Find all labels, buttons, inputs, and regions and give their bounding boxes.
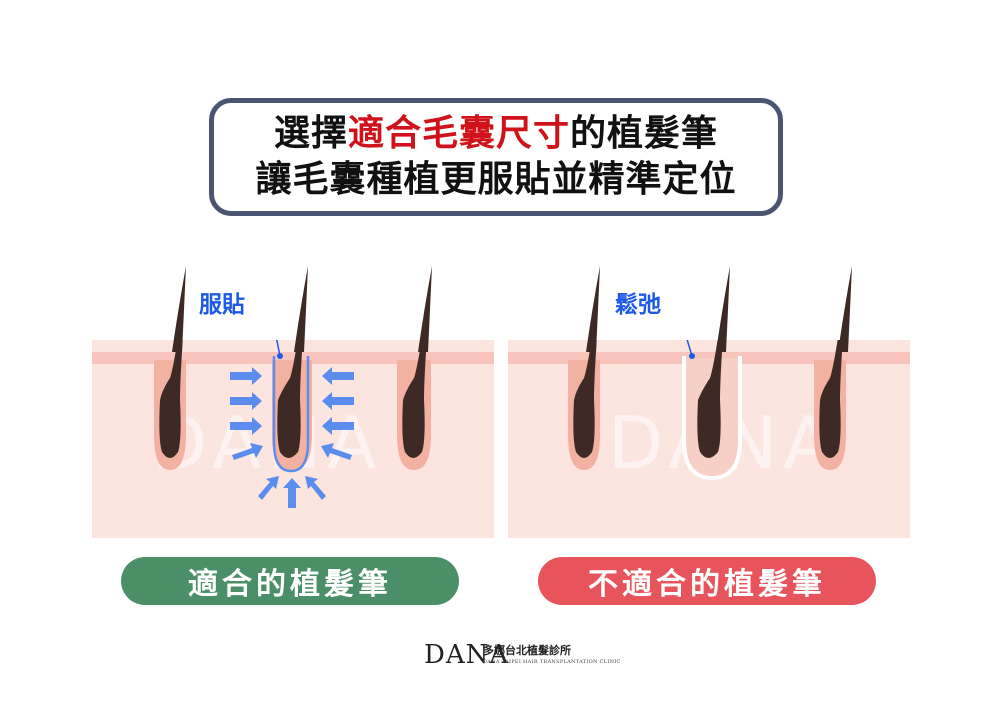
hair-strand [819, 340, 843, 458]
hair-shaft [586, 266, 600, 352]
hair-strand [573, 340, 597, 458]
skin-surface-band [92, 352, 494, 364]
title-highlight: 適合毛囊尺寸 [347, 113, 570, 154]
title-box: 選擇適合毛囊尺寸的植髮筆 讓毛囊種植更服貼並精準定位 [209, 98, 783, 216]
title-line-2: 讓毛囊種植更服貼並精準定位 [255, 159, 737, 200]
suitable-label: 適合的植髮筆 [121, 557, 459, 605]
unsuitable-label: 不適合的植髮筆 [538, 557, 876, 605]
hair-shaft [716, 266, 730, 352]
right-skin-diagram: DANA [508, 340, 910, 538]
callout-leader [276, 340, 281, 357]
title-line-1: 選擇適合毛囊尺寸的植髮筆 [274, 111, 718, 157]
hair-strand [159, 340, 183, 458]
callout-snug: 服貼 [199, 292, 245, 318]
watermark: DANA [152, 401, 383, 485]
hair-strand [277, 340, 303, 458]
clinic-subtitle: DANA TAIPEI HAIR TRANSPLANTATION CLINIC [483, 659, 621, 665]
left-skin-panel: DANA [92, 340, 494, 538]
callout-loose: 鬆弛 [615, 292, 661, 318]
pressure-arrows [230, 367, 354, 508]
hair-shaft [172, 266, 186, 352]
hair-shaft [838, 266, 852, 352]
implanter-outline [682, 356, 742, 481]
clinic-logo: DANA [424, 640, 510, 670]
right-skin-panel: DANA [508, 340, 910, 538]
hair-shaft [294, 266, 308, 352]
title-line-1-before: 選擇 [273, 113, 348, 154]
title-line-1-after: 的植髮筆 [570, 113, 719, 154]
implanter-outline [272, 356, 310, 473]
callout-dot [689, 353, 695, 359]
callout-dot [277, 353, 283, 359]
hair-shaft [418, 266, 432, 352]
hair-strand [697, 340, 723, 458]
left-skin-diagram: DANA [92, 340, 494, 538]
hair-shafts-above-skin [172, 266, 852, 352]
clinic-name: 多娜台北植髮診所 [483, 644, 571, 657]
callout-leader [686, 340, 693, 357]
hair-strand [402, 340, 427, 458]
